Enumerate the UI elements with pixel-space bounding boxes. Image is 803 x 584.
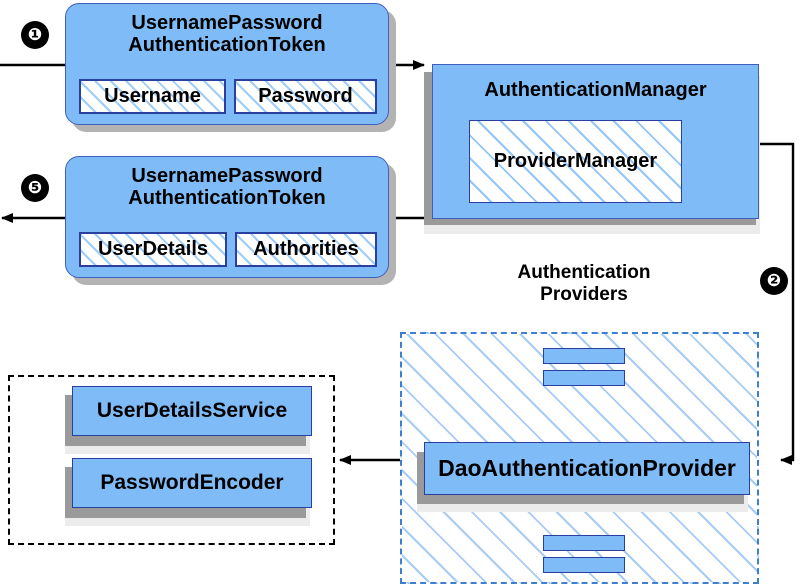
response-token-title: UsernamePassword AuthenticationToken <box>66 165 388 210</box>
provider-manager-box: ProviderManager <box>469 120 682 203</box>
response-token-title-line2: AuthenticationToken <box>128 187 326 210</box>
step-marker-1: ❶ <box>22 22 48 48</box>
authentication-providers-container: DaoAuthenticationProvider <box>400 332 759 584</box>
password-encoder-box: PasswordEncoder <box>72 458 312 508</box>
services-group-container: UserDetailsService PasswordEncoder <box>8 375 335 545</box>
request-token-title: UsernamePassword AuthenticationToken <box>66 12 388 57</box>
arrow-manager-to-dao-provider <box>759 142 795 465</box>
request-token-title-line2: AuthenticationToken <box>128 34 326 57</box>
request-token-card: UsernamePassword AuthenticationToken Use… <box>65 3 389 125</box>
authentication-providers-title-line2: Providers <box>540 283 628 305</box>
step-marker-5: ❺ <box>22 175 48 201</box>
authentication-providers-title: Authentication Providers <box>468 262 700 306</box>
step-marker-2: ❷ <box>761 268 787 294</box>
response-token-title-line1: UsernamePassword <box>131 165 323 187</box>
provider-stack-bar-bottom-1 <box>543 535 625 551</box>
provider-stack-bar-bottom-2 <box>543 557 625 573</box>
request-token-field-password: Password <box>234 79 377 114</box>
authentication-manager-box: AuthenticationManager ProviderManager <box>432 64 759 219</box>
response-token-card: UsernamePassword AuthenticationToken Use… <box>65 156 389 278</box>
request-token-title-line1: UsernamePassword <box>131 12 323 34</box>
request-token-field-username: Username <box>79 79 226 114</box>
response-token-field-authorities: Authorities <box>235 232 377 267</box>
user-details-service-box: UserDetailsService <box>72 386 312 436</box>
dao-authentication-provider-box: DaoAuthenticationProvider <box>424 442 750 495</box>
authentication-providers-title-line1: Authentication <box>517 262 651 283</box>
provider-stack-bar-top-1 <box>543 348 625 364</box>
authentication-manager-title: AuthenticationManager <box>484 79 707 101</box>
response-token-field-userdetails: UserDetails <box>79 232 227 267</box>
provider-stack-bar-top-2 <box>543 370 625 386</box>
